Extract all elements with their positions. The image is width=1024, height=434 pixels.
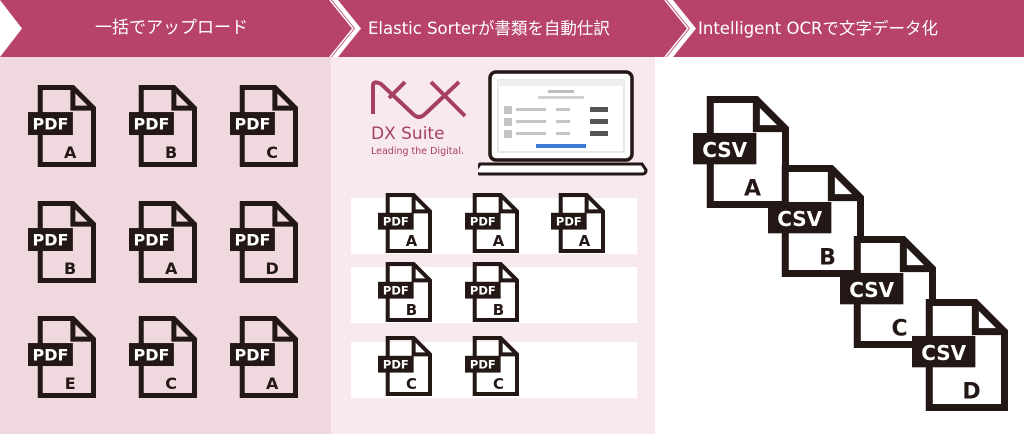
uploaded-pdf-a: PDF A bbox=[230, 316, 298, 398]
uploaded-pdf-a: PDF A bbox=[129, 201, 197, 283]
document-type-label: PDF bbox=[32, 231, 68, 250]
document-letter-label: A bbox=[406, 232, 418, 250]
document-letter-label: C bbox=[493, 375, 504, 393]
document-letter-label: B bbox=[493, 301, 504, 319]
document-type-label: PDF bbox=[234, 115, 270, 134]
document-type-label: PDF bbox=[383, 358, 409, 372]
document-letter-label: B bbox=[64, 259, 76, 278]
document-icon: PDF A bbox=[378, 193, 432, 253]
uploaded-pdf-d: PDF D bbox=[230, 201, 298, 283]
document-icon: PDF A bbox=[28, 85, 96, 167]
document-icon: PDF E bbox=[28, 316, 96, 398]
document-icon: PDF A bbox=[230, 316, 298, 398]
document-letter-label: B bbox=[819, 245, 836, 270]
document-type-label: PDF bbox=[470, 215, 496, 229]
document-icon: PDF A bbox=[465, 193, 519, 253]
document-icon: PDF B bbox=[28, 201, 96, 283]
document-icon: PDF C bbox=[378, 336, 432, 396]
step-sort-label: Elastic Sorterが書類を自動仕訳 bbox=[368, 19, 610, 38]
document-type-label: PDF bbox=[470, 284, 496, 298]
document-letter-label: B bbox=[165, 143, 177, 162]
document-icon: PDF C bbox=[230, 85, 298, 167]
dx-suite-logo: DX Suite Leading the Digital. bbox=[367, 78, 477, 163]
document-icon: PDF B bbox=[465, 262, 519, 322]
process-banner bbox=[0, 0, 1024, 57]
document-type-label: PDF bbox=[32, 115, 68, 134]
banner-chevron-upload bbox=[0, 0, 355, 57]
uploaded-pdf-a: PDF A bbox=[28, 85, 96, 167]
document-type-label: CSV bbox=[702, 138, 747, 162]
banner-chevron-sort bbox=[338, 0, 690, 57]
csv-output-b: CSV B bbox=[768, 165, 864, 277]
document-letter-label: C bbox=[165, 374, 177, 393]
csv-output-d: CSV D bbox=[912, 299, 1008, 411]
document-type-label: CSV bbox=[921, 341, 966, 365]
dx-suite-mark-icon bbox=[371, 80, 467, 119]
document-type-label: PDF bbox=[470, 358, 496, 372]
sorted-pdf-c: PDF C bbox=[378, 336, 432, 396]
document-icon: PDF B bbox=[129, 85, 197, 167]
document-type-label: PDF bbox=[133, 346, 169, 365]
document-icon: PDF B bbox=[378, 262, 432, 322]
step-upload-label: 一括でアップロード bbox=[95, 18, 248, 38]
document-letter-label: A bbox=[579, 232, 591, 250]
document-letter-label: C bbox=[406, 375, 417, 393]
document-icon: PDF C bbox=[129, 316, 197, 398]
document-type-label: PDF bbox=[383, 215, 409, 229]
document-type-label: PDF bbox=[133, 231, 169, 250]
uploaded-pdf-b: PDF B bbox=[28, 201, 96, 283]
document-type-label: CSV bbox=[777, 207, 822, 231]
laptop-icon bbox=[474, 68, 648, 178]
step-ocr-label: Intelligent OCRで文字データ化 bbox=[698, 19, 938, 38]
sorted-pdf-a: PDF A bbox=[551, 193, 605, 253]
document-icon: PDF C bbox=[465, 336, 519, 396]
product-name: DX Suite bbox=[371, 124, 445, 144]
document-icon: PDF D bbox=[230, 201, 298, 283]
product-tagline: Leading the Digital. bbox=[371, 146, 464, 157]
document-letter-label: A bbox=[165, 259, 178, 278]
document-letter-label: D bbox=[962, 379, 980, 404]
document-letter-label: D bbox=[266, 259, 279, 278]
document-type-label: PDF bbox=[383, 284, 409, 298]
sorted-pdf-a: PDF A bbox=[378, 193, 432, 253]
banner-chevron-ocr bbox=[673, 0, 1024, 57]
document-type-label: PDF bbox=[556, 215, 582, 229]
sorted-pdf-b: PDF B bbox=[465, 262, 519, 322]
document-type-label: PDF bbox=[133, 115, 169, 134]
document-icon: CSV B bbox=[768, 165, 864, 277]
uploaded-pdf-b: PDF B bbox=[129, 85, 197, 167]
document-icon: CSV A bbox=[693, 96, 789, 208]
document-type-label: PDF bbox=[234, 231, 270, 250]
document-letter-label: E bbox=[65, 374, 76, 393]
document-letter-label: B bbox=[406, 301, 417, 319]
document-type-label: CSV bbox=[849, 278, 894, 302]
document-icon: CSV D bbox=[912, 299, 1008, 411]
sorted-pdf-a: PDF A bbox=[465, 193, 519, 253]
document-icon: CSV C bbox=[840, 236, 936, 348]
document-letter-label: C bbox=[891, 316, 907, 341]
document-icon: PDF A bbox=[129, 201, 197, 283]
sorted-pdf-c: PDF C bbox=[465, 336, 519, 396]
document-letter-label: A bbox=[493, 232, 505, 250]
csv-output-c: CSV C bbox=[840, 236, 936, 348]
document-icon: PDF A bbox=[551, 193, 605, 253]
sorted-pdf-b: PDF B bbox=[378, 262, 432, 322]
uploaded-pdf-e: PDF E bbox=[28, 316, 96, 398]
uploaded-pdf-c: PDF C bbox=[129, 316, 197, 398]
uploaded-pdf-c: PDF C bbox=[230, 85, 298, 167]
document-letter-label: A bbox=[64, 143, 77, 162]
document-letter-label: C bbox=[266, 143, 278, 162]
document-type-label: PDF bbox=[32, 346, 68, 365]
csv-output-a: CSV A bbox=[693, 96, 789, 208]
document-type-label: PDF bbox=[234, 346, 270, 365]
document-letter-label: A bbox=[266, 374, 279, 393]
document-letter-label: A bbox=[744, 176, 761, 201]
